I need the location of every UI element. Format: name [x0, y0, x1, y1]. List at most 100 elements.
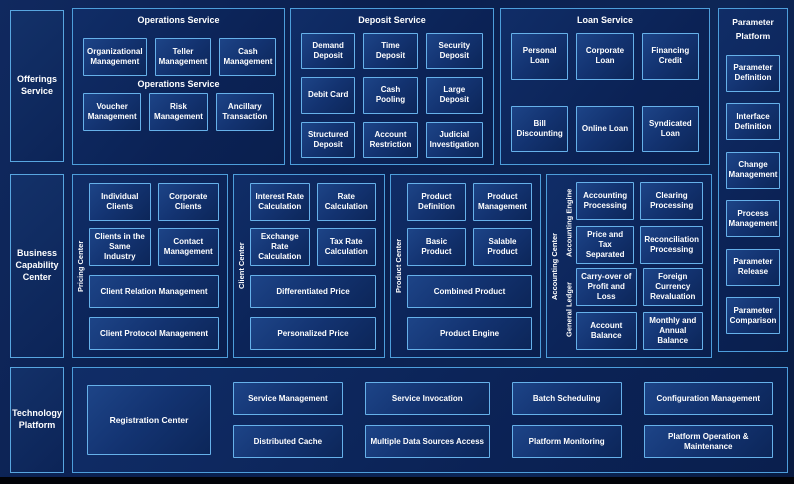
box-change-management: Change Management [726, 151, 780, 189]
sidebar-business-capability-center: Business Capability Center [10, 174, 64, 358]
box-parameter-release: Parameter Release [726, 248, 780, 286]
pricing-small-grid: Individual Clients Corporate Clients Cli… [89, 183, 219, 266]
box-account-restriction: Account Restriction [363, 121, 418, 158]
box-debit-card: Debit Card [301, 77, 356, 114]
product-center-vertical-label: Product Center [394, 238, 403, 294]
box-financing-credit: Financing Credit [641, 33, 699, 80]
box-judicial-investigation: Judicial Investigation [425, 121, 483, 158]
box-exchange-rate-calculation: Exchange Rate Calculation [250, 228, 310, 266]
box-platform-monitoring: Platform Monitoring [511, 425, 622, 458]
box-demand-deposit: Demand Deposit [301, 33, 356, 70]
box-product-definition: Product Definition [407, 183, 466, 221]
box-online-loan: Online Loan [576, 105, 634, 152]
box-multiple-data-sources-access: Multiple Data Sources Access [364, 425, 490, 458]
box-ancillary-transaction: Ancillary Transaction [215, 93, 274, 131]
operations-row-1: Organizational Management Teller Managem… [83, 38, 277, 76]
sidebar-label: Offerings Service [16, 74, 57, 96]
box-monthly-annual-balance: Monthly and Annual Balance [642, 312, 703, 350]
box-parameter-definition: Parameter Definition [726, 54, 780, 92]
box-differentiated-price: Differentiated Price [250, 275, 376, 308]
box-contact-management: Contact Management [157, 228, 219, 266]
client-center-vertical-label: Client Center [237, 242, 246, 290]
box-batch-scheduling: Batch Scheduling [511, 382, 622, 415]
box-basic-product: Basic Product [407, 228, 466, 266]
sidebar-label: Business Capability Center [15, 248, 59, 282]
box-tax-rate-calculation: Tax Rate Calculation [316, 228, 376, 266]
loan-service-title: Loan Service [576, 15, 634, 25]
box-corporate-clients: Corporate Clients [157, 183, 219, 221]
box-personal-loan: Personal Loan [511, 33, 569, 80]
box-interface-definition: Interface Definition [726, 103, 780, 141]
box-clients-same-industry: Clients in the Same Industry [89, 228, 151, 266]
box-risk-management: Risk Management [149, 93, 208, 131]
box-bill-discounting: Bill Discounting [511, 105, 569, 152]
technology-grid: Service Management Service Invocation Ba… [233, 382, 773, 458]
general-ledger-group: General Ledger Carry-over of Profit and … [562, 268, 703, 350]
sidebar-offerings-service: Offerings Service [10, 10, 64, 162]
parameter-platform-title: Parameter Platform [732, 17, 774, 41]
box-structured-deposit: Structured Deposit [301, 121, 356, 158]
section-deposit-service: Deposit Service Demand Deposit Time Depo… [290, 8, 494, 165]
box-salable-product: Salable Product [473, 228, 532, 266]
box-syndicated-loan: Syndicated Loan [641, 105, 699, 152]
sidebar-technology-platform: Technology Platform [10, 367, 64, 473]
box-carry-over-profit-loss: Carry-over of Profit and Loss [576, 268, 637, 306]
box-registration-center: Registration Center [87, 385, 211, 455]
box-service-management: Service Management [233, 382, 343, 415]
section-pricing-center: Pricing Center Individual Clients Corpor… [72, 174, 228, 358]
box-client-relation-management: Client Relation Management [89, 275, 219, 308]
box-rate-calculation: Rate Calculation [316, 183, 376, 221]
pricing-center-vertical-label: Pricing Center [76, 240, 85, 292]
box-individual-clients: Individual Clients [89, 183, 151, 221]
parameter-list: Parameter Definition Interface Definitio… [724, 43, 782, 346]
box-process-management: Process Management [726, 200, 780, 238]
box-teller-management: Teller Management [154, 38, 212, 76]
box-parameter-comparison: Parameter Comparison [726, 297, 780, 335]
box-organizational-management: Organizational Management [83, 38, 147, 76]
client-small-grid: Interest Rate Calculation Rate Calculati… [250, 183, 376, 266]
box-large-deposit: Large Deposit [425, 77, 483, 114]
box-accounting-processing: Accounting Processing [576, 182, 635, 220]
box-cash-management: Cash Management [219, 38, 277, 76]
deposit-grid: Demand Deposit Time Deposit Security Dep… [301, 33, 483, 158]
operations-row-2: Voucher Management Risk Management Ancil… [83, 93, 274, 131]
accounting-engine-vertical-label: Accounting Engine [564, 188, 574, 258]
sidebar-label: Technology Platform [12, 408, 62, 430]
loan-grid: Personal Loan Corporate Loan Financing C… [511, 33, 699, 152]
section-operations-service: Operations Service Organizational Manage… [72, 8, 285, 165]
box-service-invocation: Service Invocation [364, 382, 490, 415]
box-cash-pooling: Cash Pooling [363, 77, 418, 114]
box-price-and-tax-separated: Price and Tax Separated [576, 226, 635, 264]
section-client-center: Client Center Interest Rate Calculation … [233, 174, 385, 358]
box-foreign-currency-revaluation: Foreign Currency Revaluation [642, 268, 703, 306]
accounting-center-vertical-label: Accounting Center [550, 232, 559, 300]
general-ledger-vertical-label: General Ledger [564, 281, 574, 337]
section-product-center: Product Center Product Definition Produc… [390, 174, 541, 358]
box-product-engine: Product Engine [407, 317, 532, 350]
product-small-grid: Product Definition Product Management Ba… [407, 183, 532, 266]
box-personalized-price: Personalized Price [250, 317, 376, 350]
box-configuration-management: Configuration Management [643, 382, 773, 415]
box-combined-product: Combined Product [407, 275, 532, 308]
box-voucher-management: Voucher Management [83, 93, 142, 131]
section-parameter-platform: Parameter Platform Parameter Definition … [718, 8, 788, 352]
box-time-deposit: Time Deposit [363, 33, 418, 70]
box-corporate-loan: Corporate Loan [576, 33, 634, 80]
operations-service-subtitle: Operations Service [137, 79, 220, 89]
box-platform-operation-maintenance: Platform Operation & Maintenance [643, 425, 773, 458]
section-loan-service: Loan Service Personal Loan Corporate Loa… [500, 8, 710, 165]
box-client-protocol-management: Client Protocol Management [89, 317, 219, 350]
box-interest-rate-calculation: Interest Rate Calculation [250, 183, 310, 221]
box-product-management: Product Management [473, 183, 532, 221]
box-distributed-cache: Distributed Cache [233, 425, 343, 458]
section-technology-platform: Registration Center Service Management S… [72, 367, 788, 473]
operations-service-title: Operations Service [137, 15, 220, 25]
box-reconciliation-processing: Reconciliation Processing [640, 226, 703, 264]
bottom-black-strip [0, 477, 794, 484]
accounting-engine-group: Accounting Engine Accounting Processing … [562, 182, 703, 264]
section-accounting-center: Accounting Center Accounting Engine Acco… [546, 174, 712, 358]
box-security-deposit: Security Deposit [425, 33, 483, 70]
box-account-balance: Account Balance [576, 312, 637, 350]
box-clearing-processing: Clearing Processing [640, 182, 703, 220]
